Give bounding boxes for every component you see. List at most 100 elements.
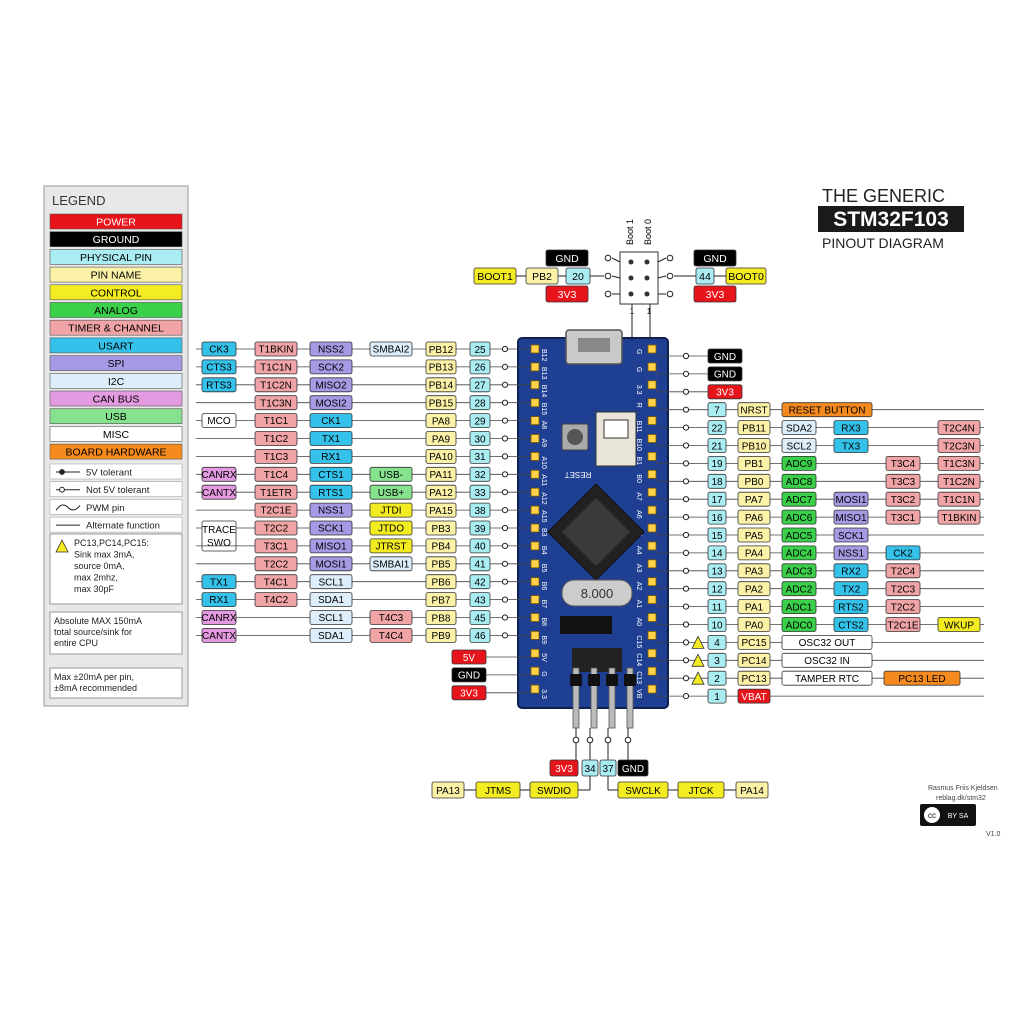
pin-name: PA15	[425, 502, 457, 518]
swdio: SWDIO	[529, 781, 579, 799]
pin-name: PA6	[737, 509, 771, 525]
pin-function: ADC6	[781, 509, 817, 525]
boot-header	[619, 251, 659, 305]
svg-text:PB0: PB0	[745, 477, 764, 488]
svg-text:ADC4: ADC4	[786, 549, 813, 560]
svg-text:A12: A12	[540, 492, 547, 505]
pin-function: T1C4	[254, 466, 298, 482]
svg-text:PB5: PB5	[432, 560, 451, 571]
pin-function: T1C3N	[254, 395, 298, 411]
svg-text:A9: A9	[540, 439, 547, 448]
osc-label: OSC32 IN	[781, 652, 873, 668]
svg-text:39: 39	[474, 524, 486, 535]
physical-pin: 28	[469, 395, 491, 411]
svg-text:SDA1: SDA1	[318, 595, 345, 606]
svg-text:SWDIO: SWDIO	[537, 786, 571, 797]
svg-text:LEGEND: LEGEND	[52, 193, 105, 208]
svg-text:PB15: PB15	[429, 399, 454, 410]
svg-text:RX3: RX3	[841, 423, 861, 434]
svg-text:CK1: CK1	[321, 416, 341, 427]
pin-function: RX2	[833, 563, 869, 579]
legend-note-per-pin: Max ±20mA per pin,±8mA recommended	[49, 667, 183, 699]
svg-text:PC13,PC14,PC15:: PC13,PC14,PC15:	[74, 538, 149, 548]
svg-text:CTS3: CTS3	[206, 363, 232, 374]
pin-function: SCK1	[833, 527, 869, 543]
pin-name: PC15	[737, 635, 771, 650]
warning-icon	[691, 635, 705, 649]
svg-text:B1: B1	[635, 456, 642, 465]
svg-text:G: G	[635, 349, 642, 354]
svg-text:A7: A7	[635, 492, 642, 501]
svg-text:SCK1: SCK1	[318, 524, 345, 535]
pin-name: PB5	[425, 556, 457, 572]
physical-pin: 45	[469, 610, 491, 625]
legend-item: I2C	[49, 372, 183, 389]
svg-text:ADC3: ADC3	[786, 567, 813, 578]
pin-name: PB12	[425, 341, 457, 357]
svg-text:40: 40	[474, 542, 486, 553]
physical-pin: 12	[707, 581, 727, 597]
osc-label: OSC32 OUT	[781, 635, 873, 650]
svg-text:PB10: PB10	[742, 441, 767, 452]
pin-function: SMBAI2	[369, 341, 413, 357]
svg-text:PB1: PB1	[745, 459, 764, 470]
svg-text:PA0: PA0	[745, 620, 764, 631]
pin-function: JTDI	[369, 502, 413, 518]
pin-function: SCL1	[309, 574, 353, 590]
svg-text:PA1: PA1	[745, 602, 764, 613]
svg-text:31: 31	[474, 452, 486, 463]
svg-text:VB: VB	[635, 689, 642, 699]
svg-text:PC13 LED: PC13 LED	[898, 674, 945, 685]
jtms: JTMS	[475, 781, 521, 799]
warning-icon	[55, 539, 69, 553]
svg-text:12: 12	[711, 585, 723, 596]
pin-function: T4C4	[369, 628, 413, 643]
svg-text:Sink max 3mA,: Sink max 3mA,	[74, 550, 135, 560]
legend-item: GROUND	[49, 231, 183, 247]
svg-text:TAMPER RTC: TAMPER RTC	[795, 674, 859, 685]
svg-text:A4: A4	[635, 546, 642, 555]
pin-function: NSS1	[833, 545, 869, 561]
pin-function: SDA1	[309, 592, 353, 607]
pin-name: PB10	[737, 438, 771, 453]
pin-function: ADC8	[781, 473, 817, 489]
svg-text:22: 22	[711, 423, 723, 434]
svg-text:B14: B14	[540, 385, 547, 398]
svg-text:3V3: 3V3	[555, 764, 573, 775]
svg-text:T4C2: T4C2	[264, 595, 289, 606]
svg-text:B4: B4	[540, 546, 547, 555]
pin-function: T2C3N	[937, 438, 981, 453]
svg-text:VBAT: VBAT	[741, 692, 766, 703]
pin-function: RX3	[833, 420, 869, 436]
pin-function: MISO1	[833, 509, 869, 525]
svg-text:32: 32	[474, 470, 486, 481]
svg-text:JTRST: JTRST	[375, 542, 406, 553]
pin-function: T3C3	[885, 473, 921, 489]
svg-text:A2: A2	[635, 582, 642, 591]
pin-function: T2C1E	[885, 617, 921, 632]
pin-function: T1C2N	[254, 377, 298, 393]
pin-function: T3C2	[885, 491, 921, 507]
pin-name: PA10	[425, 448, 457, 464]
physical-pin: 43	[469, 592, 491, 607]
svg-text:ANALOG: ANALOG	[94, 305, 138, 317]
legend-item: MISC	[49, 426, 183, 442]
pin-function: RX1	[309, 448, 353, 464]
svg-text:3V3: 3V3	[460, 689, 478, 700]
svg-text:T1C2N: T1C2N	[260, 380, 292, 391]
svg-text:NRST: NRST	[740, 406, 767, 417]
svg-text:7: 7	[714, 406, 720, 417]
svg-text:T2C2: T2C2	[891, 602, 916, 613]
svg-text:CTS2: CTS2	[838, 620, 864, 631]
pin-function: CANTX	[201, 628, 237, 643]
pin-function: USB+	[369, 484, 413, 500]
svg-text:NSS1: NSS1	[318, 506, 345, 517]
svg-text:USB: USB	[105, 411, 127, 423]
pin-function: CTS3	[201, 359, 237, 375]
svg-text:B5: B5	[540, 564, 547, 573]
physical-pin: 39	[469, 520, 491, 536]
pin-function: CTS1	[309, 466, 353, 482]
svg-text:T3C2: T3C2	[891, 495, 916, 506]
